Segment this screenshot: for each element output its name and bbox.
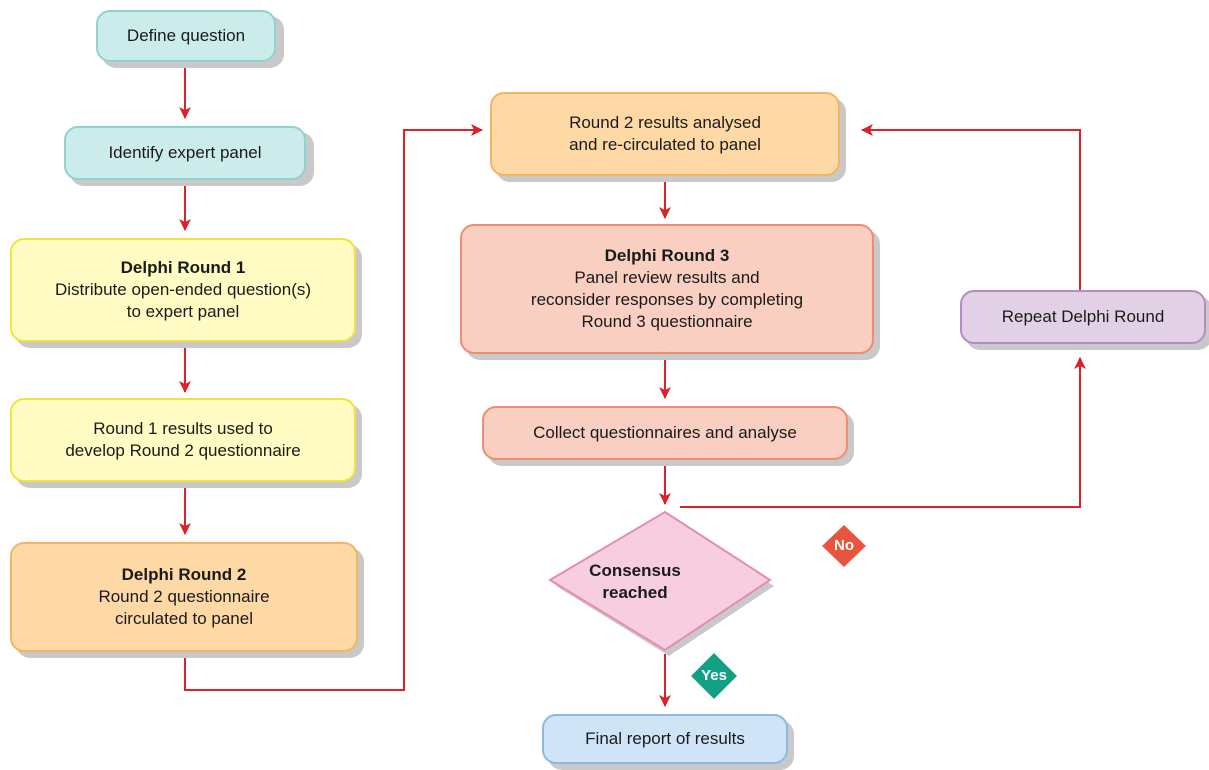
node-delphi-round-3-line2: reconsider responses by completing bbox=[530, 290, 804, 309]
arrow-consensus-to-repeat bbox=[680, 357, 1086, 508]
consensus-line1: Consensus bbox=[589, 561, 681, 580]
node-delphi-round-1: Delphi Round 1 Distribute open-ended que… bbox=[10, 238, 356, 342]
node-repeat-delphi-round: Repeat Delphi Round bbox=[960, 290, 1206, 344]
node-delphi-round-1-line2: to expert panel bbox=[126, 302, 240, 321]
consensus-line2: reached bbox=[602, 583, 668, 602]
node-round-2-results-line1: Round 2 results analysed bbox=[569, 113, 761, 132]
node-delphi-round-3-title: Delphi Round 3 bbox=[604, 246, 730, 265]
node-define-question-label: Define question bbox=[126, 26, 246, 45]
node-identify-expert-panel: Identify expert panel bbox=[64, 126, 306, 180]
node-round-2-results-analysed: Round 2 results analysed and re-circulat… bbox=[490, 92, 840, 176]
arrow-repeat-to-analysed bbox=[861, 124, 1081, 290]
node-final-report: Final report of results bbox=[542, 714, 788, 764]
arrow-round2-to-analysed bbox=[184, 124, 483, 691]
node-collect-questionnaires: Collect questionnaires and analyse bbox=[482, 406, 848, 460]
node-delphi-round-1-title: Delphi Round 1 bbox=[120, 258, 246, 277]
consensus-reached-label: Consensus reached bbox=[570, 560, 700, 604]
node-collect-questionnaires-label: Collect questionnaires and analyse bbox=[533, 423, 797, 442]
node-round-2-results-line2: and re-circulated to panel bbox=[569, 135, 761, 154]
node-delphi-round-2: Delphi Round 2 Round 2 questionnaire cir… bbox=[10, 542, 358, 652]
node-identify-expert-panel-label: Identify expert panel bbox=[108, 143, 262, 162]
node-delphi-round-2-line1: Round 2 questionnaire bbox=[98, 587, 270, 606]
node-delphi-round-1-line1: Distribute open-ended question(s) bbox=[54, 280, 312, 299]
node-delphi-round-3-line1: Panel review results and bbox=[574, 268, 760, 287]
node-repeat-delphi-round-label: Repeat Delphi Round bbox=[1001, 307, 1165, 326]
no-tag-label: No bbox=[834, 537, 854, 554]
node-round-1-results-line1: Round 1 results used to bbox=[93, 419, 273, 438]
node-round-1-results: Round 1 results used to develop Round 2 … bbox=[10, 398, 356, 482]
node-delphi-round-2-line2: circulated to panel bbox=[115, 609, 253, 628]
yes-tag-shape bbox=[688, 650, 740, 702]
no-tag-shape bbox=[819, 522, 869, 570]
node-delphi-round-3-line3: Round 3 questionnaire bbox=[581, 312, 753, 331]
yes-tag-label: Yes bbox=[701, 667, 727, 684]
node-define-question: Define question bbox=[96, 10, 276, 62]
node-delphi-round-2-title: Delphi Round 2 bbox=[121, 565, 247, 584]
consensus-diamond bbox=[548, 510, 772, 652]
node-round-1-results-line2: develop Round 2 questionnaire bbox=[65, 441, 301, 460]
node-delphi-round-3: Delphi Round 3 Panel review results and … bbox=[460, 224, 874, 354]
node-final-report-label: Final report of results bbox=[585, 729, 745, 748]
